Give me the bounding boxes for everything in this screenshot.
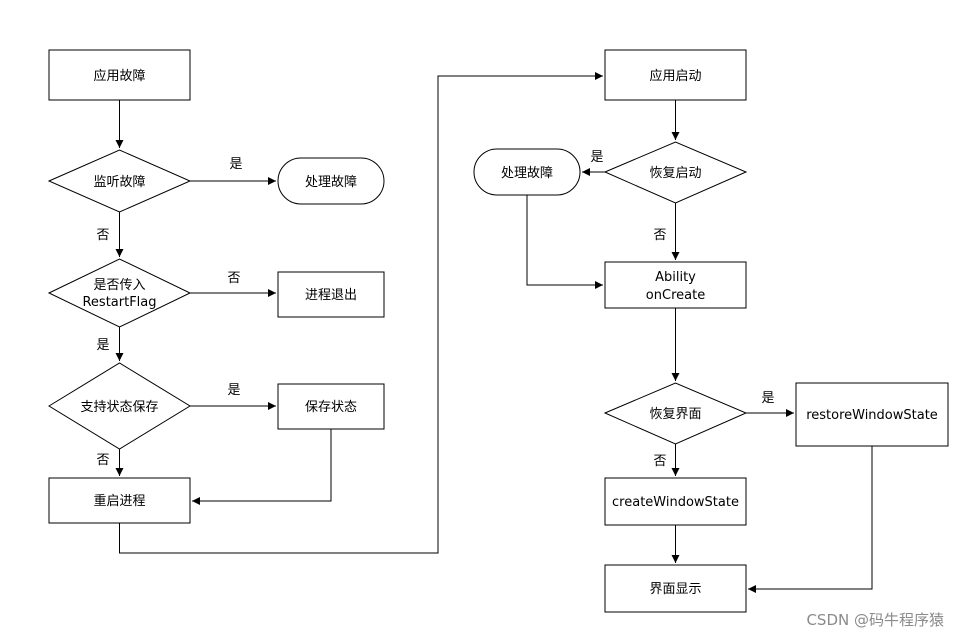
node-listen-fault: 监听故障	[47, 149, 192, 213]
node-process-exit: 进程退出	[277, 271, 385, 318]
node-app-launch-label: 应用启动	[649, 68, 701, 84]
node-ability-oncreate-line2: onCreate	[646, 288, 705, 303]
edge-label-restore-launch-yes: 是	[590, 150, 603, 165]
edge-label-flag-yes: 是	[96, 338, 109, 353]
node-app-launch: 应用启动	[604, 49, 747, 101]
node-restore-launch: 恢复启动	[603, 141, 748, 204]
edge-flag-no: 否	[190, 271, 276, 297]
node-restore-window-state-label: restoreWindowState	[806, 408, 938, 423]
edge-listen-yes: 是	[190, 157, 276, 185]
edge-save-to-restart	[192, 429, 332, 505]
edge-restore-ui-no: 否	[653, 444, 680, 476]
node-pass-restart-flag-line1: 是否传入	[93, 278, 145, 293]
node-restore-ui-label: 恢复界面	[649, 407, 701, 422]
node-handle-fault-right-label: 处理故障	[501, 166, 553, 181]
edge-label-restore-launch-no: 否	[653, 228, 666, 243]
node-pass-restart-flag: 是否传入 RestartFlag	[47, 258, 192, 328]
node-restore-window-state: restoreWindowState	[795, 382, 949, 447]
node-ability-oncreate: Ability onCreate	[604, 261, 747, 309]
edge-restore-window-to-display	[748, 446, 873, 593]
node-support-state-save-label: 支持状态保存	[80, 400, 158, 415]
node-create-window-state: createWindowState	[604, 477, 747, 526]
node-save-state: 保存状态	[277, 383, 385, 430]
edge-support-yes: 是	[190, 383, 276, 410]
node-ui-display-label: 界面显示	[649, 582, 701, 597]
node-restart-process-label: 重启进程	[93, 493, 145, 509]
node-restore-ui: 恢复界面	[603, 382, 748, 445]
node-restart-process: 重启进程	[48, 477, 191, 524]
edge-label-restore-ui-yes: 是	[761, 391, 774, 406]
node-listen-fault-label: 监听故障	[93, 175, 145, 190]
node-app-fault-label: 应用故障	[93, 68, 145, 84]
edge-label-listen-no: 否	[96, 228, 109, 243]
node-save-state-label: 保存状态	[305, 400, 357, 415]
node-handle-fault-right: 处理故障	[473, 148, 581, 196]
edge-label-flag-no: 否	[227, 271, 240, 286]
edge-restart-to-launch	[119, 72, 603, 554]
node-ui-display: 界面显示	[604, 564, 747, 613]
edge-label-support-no: 否	[96, 453, 109, 468]
node-restore-launch-label: 恢复启动	[649, 166, 701, 181]
edge-label-restore-ui-no: 否	[653, 454, 666, 469]
edge-restore-ui-yes: 是	[746, 391, 794, 417]
edge-support-no: 否	[96, 449, 124, 476]
node-pass-restart-flag-line2: RestartFlag	[82, 295, 156, 310]
edge-restore-launch-no: 否	[653, 203, 680, 260]
edge-flag-yes: 是	[96, 327, 124, 361]
watermark: CSDN @码牛程序猿	[806, 611, 944, 629]
edge-listen-no: 否	[96, 212, 124, 257]
node-support-state-save: 支持状态保存	[48, 362, 191, 450]
node-handle-fault-left: 处理故障	[277, 157, 385, 205]
node-app-fault: 应用故障	[48, 49, 191, 101]
edge-label-support-yes: 是	[227, 383, 240, 398]
node-ability-oncreate-line1: Ability	[655, 270, 696, 285]
edge-label-listen-yes: 是	[229, 157, 242, 172]
node-process-exit-label: 进程退出	[305, 288, 357, 303]
edge-handle-fault-to-ability	[526, 195, 603, 289]
edge-restore-launch-yes: 是	[582, 150, 605, 176]
node-create-window-state-label: createWindowState	[612, 495, 739, 510]
node-handle-fault-left-label: 处理故障	[305, 175, 357, 190]
